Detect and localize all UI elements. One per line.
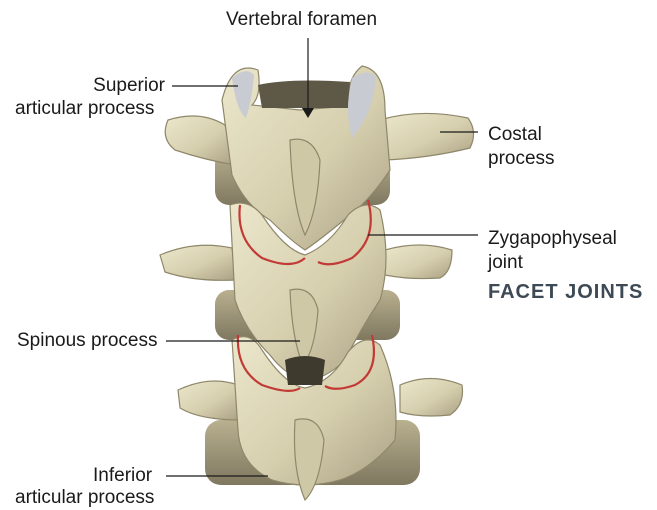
heading-facet-joints: FACET JOINTS: [488, 281, 643, 304]
label-inferior-line2: articular process: [15, 487, 154, 509]
vertebra-upper: [165, 66, 473, 250]
label-spinous-process: Spinous process: [17, 330, 157, 352]
label-zygapophyseal-line1: Zygapophyseal: [488, 228, 617, 250]
label-costal-line2: process: [488, 148, 555, 170]
label-superior-line2: articular process: [15, 98, 154, 120]
label-superior-line1: Superior: [92, 75, 165, 97]
label-costal-line1: Costal: [488, 124, 542, 146]
label-inferior-line1: Inferior: [93, 465, 152, 487]
label-vertebral-foramen: Vertebral foramen: [226, 9, 377, 31]
label-zygapophyseal-line2: joint: [488, 252, 523, 274]
